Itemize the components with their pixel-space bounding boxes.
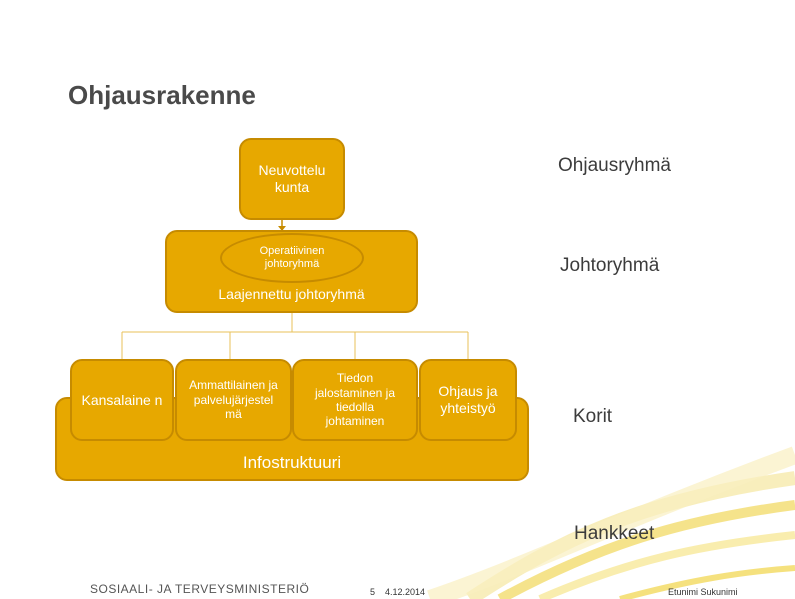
negotiation-board-box: Neuvottelu kunta — [239, 138, 345, 220]
basket-label: Ammattilainen ja palvelujärjestel mä — [189, 378, 278, 422]
footer-date: 4.12.2014 — [385, 587, 426, 597]
negotiation-board-label: Neuvottelu kunta — [258, 162, 326, 195]
level-label-management: Johtoryhmä — [560, 255, 660, 276]
footer-author: Etunimi Sukunimi — [668, 587, 738, 597]
basket-label: Ohjaus ja yhteistyö — [438, 383, 498, 416]
operative-management-label: Operatiivinen johtoryhmä — [259, 244, 325, 270]
basket-box: Ohjaus ja yhteistyö — [419, 359, 517, 441]
basket-box: Ammattilainen ja palvelujärjestel mä — [175, 359, 292, 441]
extended-management-label: Laajennettu johtoryhmä — [218, 286, 365, 303]
level-label-projects: Hankkeet — [574, 523, 655, 544]
operative-management-ellipse: Operatiivinen johtoryhmä — [220, 233, 364, 283]
level-label-baskets: Korit — [573, 406, 613, 427]
basket-label: Tiedon jalostaminen ja tiedolla johtamin… — [314, 371, 396, 429]
basket-box: Tiedon jalostaminen ja tiedolla johtamin… — [292, 359, 418, 441]
basket-box: Kansalaine n — [70, 359, 174, 441]
footer-page-number: 5 — [370, 587, 376, 597]
basket-label: Kansalaine n — [81, 391, 163, 408]
footer-organization: SOSIAALI- JA TERVEYSMINISTERIÖ — [90, 582, 310, 596]
page-title: Ohjausrakenne — [68, 80, 256, 110]
level-label-steering: Ohjausryhmä — [558, 155, 671, 176]
infrastructure-label: Infostruktuuri — [242, 452, 342, 472]
